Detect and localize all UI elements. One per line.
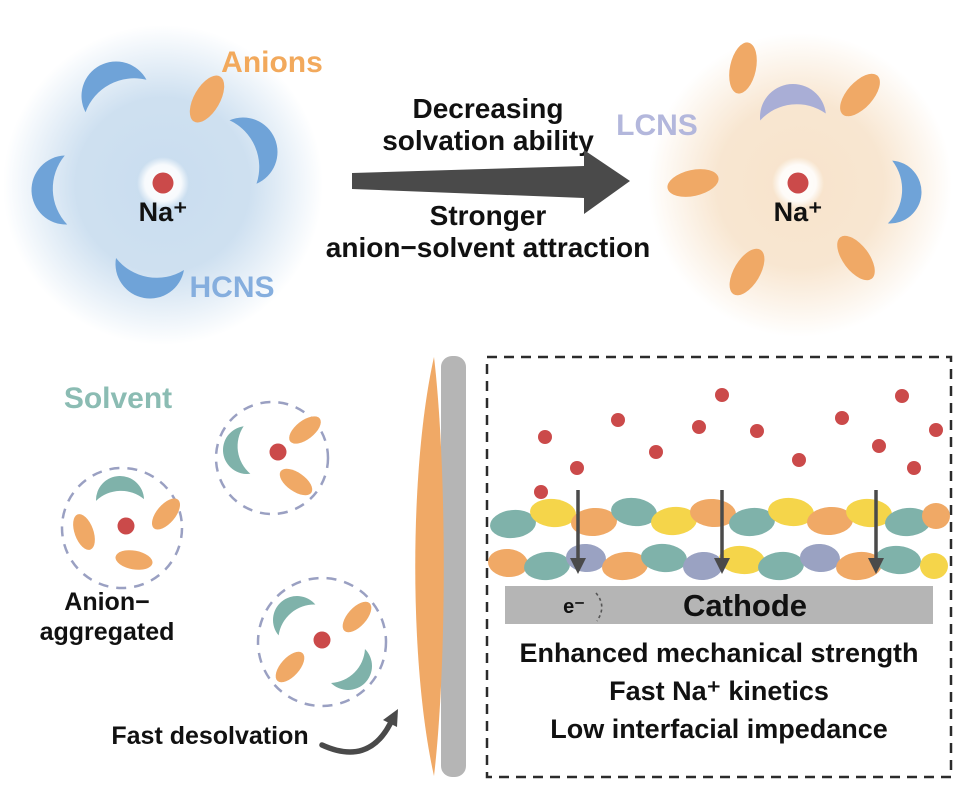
solvation-shell-circle — [214, 400, 330, 516]
anion-aggregated-line2: aggregated — [40, 618, 175, 646]
transition-arrow-group: Decreasing solvation ability Stronger an… — [326, 93, 650, 263]
na-ion-dot — [835, 411, 849, 425]
cei-blob — [800, 543, 840, 573]
na-ion-dot — [117, 517, 135, 535]
electrode-strip — [415, 356, 466, 777]
electrode-gray-bar — [441, 356, 466, 777]
anion-ellipse-icon — [270, 646, 310, 688]
electrode-orange-layer — [415, 357, 444, 776]
na-ion-dot — [787, 172, 809, 194]
na-ion-dot — [269, 443, 287, 461]
cei-blob — [651, 506, 697, 536]
cei-blob — [846, 498, 892, 528]
cei-blob — [729, 507, 775, 537]
na-ion-dot — [715, 388, 729, 402]
na-ion-dot — [538, 430, 552, 444]
anion-ellipse-icon — [113, 547, 155, 573]
stronger-line1: Stronger — [430, 200, 547, 231]
teal-solvent-crescent-icon — [95, 475, 144, 501]
cei-blob — [611, 497, 657, 527]
fast-desolvation-label: Fast desolvation — [111, 722, 308, 750]
solvent-label: Solvent — [64, 382, 172, 415]
down-arrowhead-icon — [714, 558, 730, 574]
cathode-bar — [505, 586, 933, 624]
down-arrowhead-icon — [570, 558, 586, 574]
na-label: Na⁺ — [139, 197, 188, 227]
cei-blob — [488, 548, 528, 578]
na-ion-dot — [534, 485, 548, 499]
anion-ellipse-icon — [337, 596, 377, 638]
na-ion-dot — [313, 631, 331, 649]
cei-blob — [530, 498, 576, 528]
anion-ellipse-icon — [275, 463, 317, 501]
teal-solvent-crescent-icon — [263, 586, 316, 636]
stronger-line2: anion−solvent attraction — [326, 232, 650, 263]
cei-blob — [571, 507, 617, 537]
cei-blob-layer — [488, 497, 950, 581]
na-ion-dot — [692, 420, 706, 434]
lcns-cluster: Na⁺ LCNS — [616, 33, 952, 337]
desolvation-curved-arrow-icon — [319, 721, 393, 755]
solvation-shell-circle — [256, 576, 388, 708]
benefit-na-kinetics: Fast Na⁺ kinetics — [609, 676, 829, 706]
na-ion-dot — [611, 413, 625, 427]
lcns-label: LCNS — [616, 109, 698, 142]
hcns-cluster: Na⁺ Anions HCNS — [3, 25, 323, 345]
free-na-ions — [534, 388, 943, 499]
anion-aggregated-line1: Anion− — [64, 588, 149, 616]
electron-transfer-dash-icon — [595, 592, 603, 622]
cathode-interface-panel: e⁻ Cathode Enhanced mechanical strength … — [485, 355, 953, 779]
right-arrow-icon — [352, 150, 630, 214]
teal-solvent-crescent-icon — [219, 426, 251, 478]
cei-blob — [920, 553, 948, 579]
anion-ellipse-icon — [284, 411, 326, 449]
hcns-label: HCNS — [189, 271, 274, 304]
na-ion-dot — [907, 461, 921, 475]
decreasing-line1: Decreasing — [413, 93, 564, 124]
solvation-shell-circle — [60, 466, 184, 590]
cathode-label: Cathode — [683, 588, 807, 623]
na-ion-dot — [570, 461, 584, 475]
na-ion-dot — [895, 389, 909, 403]
cei-blob — [690, 498, 736, 528]
cei-blob — [524, 551, 570, 581]
cei-blob — [885, 507, 931, 537]
na-ion-dot — [872, 439, 886, 453]
anions-label: Anions — [221, 46, 323, 79]
cei-blob — [807, 506, 853, 536]
decreasing-line2: solvation ability — [382, 125, 594, 156]
cei-blob — [875, 545, 921, 575]
cei-blob — [641, 543, 687, 573]
na-ion-dot — [152, 172, 174, 194]
desolvation-arrowhead-icon — [383, 709, 398, 727]
electron-label: e⁻ — [563, 596, 585, 618]
cei-blob — [683, 551, 723, 581]
anion-ellipse-icon — [68, 511, 100, 553]
na-ion-dot — [792, 453, 806, 467]
cei-blob — [768, 497, 814, 527]
na-label: Na⁺ — [774, 197, 823, 227]
na-ion-dot — [929, 423, 943, 437]
down-arrowhead-icon — [868, 558, 884, 574]
na-ion-dot — [649, 445, 663, 459]
benefit-mechanical-strength: Enhanced mechanical strength — [519, 638, 918, 668]
cei-blob — [602, 551, 648, 581]
cei-blob — [922, 503, 950, 529]
cei-blob — [490, 509, 536, 539]
na-ion-dot — [750, 424, 764, 438]
cei-blob — [719, 545, 765, 575]
solvation-shell-panel: Solvent Anion− aggregated Fast desolvati… — [40, 382, 398, 755]
cei-blob — [758, 551, 804, 581]
teal-solvent-crescent-icon — [331, 649, 382, 700]
na-flux-arrows — [570, 490, 884, 574]
benefit-low-impedance: Low interfacial impedance — [550, 714, 888, 744]
